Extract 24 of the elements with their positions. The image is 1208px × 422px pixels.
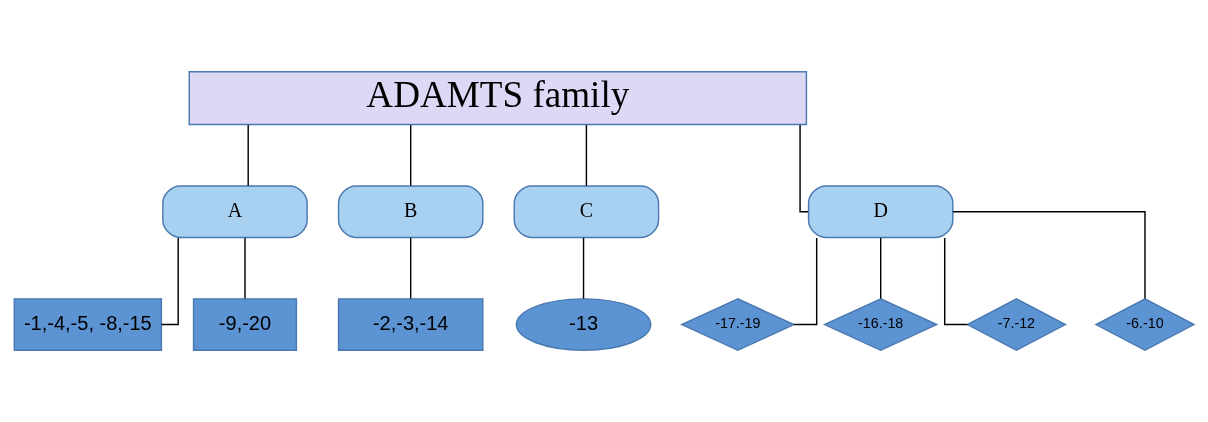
connector <box>793 237 818 326</box>
node-box: D <box>807 185 954 239</box>
node-ellipse: -13 <box>515 298 652 351</box>
node-box: -9,-20 <box>192 298 298 351</box>
connector <box>944 237 969 326</box>
node-box: A <box>162 185 308 239</box>
connector <box>585 124 588 187</box>
node-box: ADAMTS family <box>188 71 808 126</box>
node-diamond: -16.-18 <box>822 298 939 352</box>
connector <box>582 237 585 300</box>
connector <box>799 124 809 213</box>
connector <box>879 237 882 300</box>
node-diamond: -7.-12 <box>965 298 1067 352</box>
node-box: C <box>513 185 660 239</box>
node-box: -1,-4,-5, -8,-15 <box>13 298 163 351</box>
connector <box>952 211 1146 300</box>
node-diamond: -6.-10 <box>1094 298 1196 352</box>
node-box: -2,-3,-14 <box>337 298 484 351</box>
connector <box>247 124 249 187</box>
connector <box>409 124 412 187</box>
connector <box>409 237 412 300</box>
node-diamond: -17.-19 <box>680 298 796 352</box>
connector <box>244 237 246 300</box>
node-box: B <box>337 185 484 239</box>
